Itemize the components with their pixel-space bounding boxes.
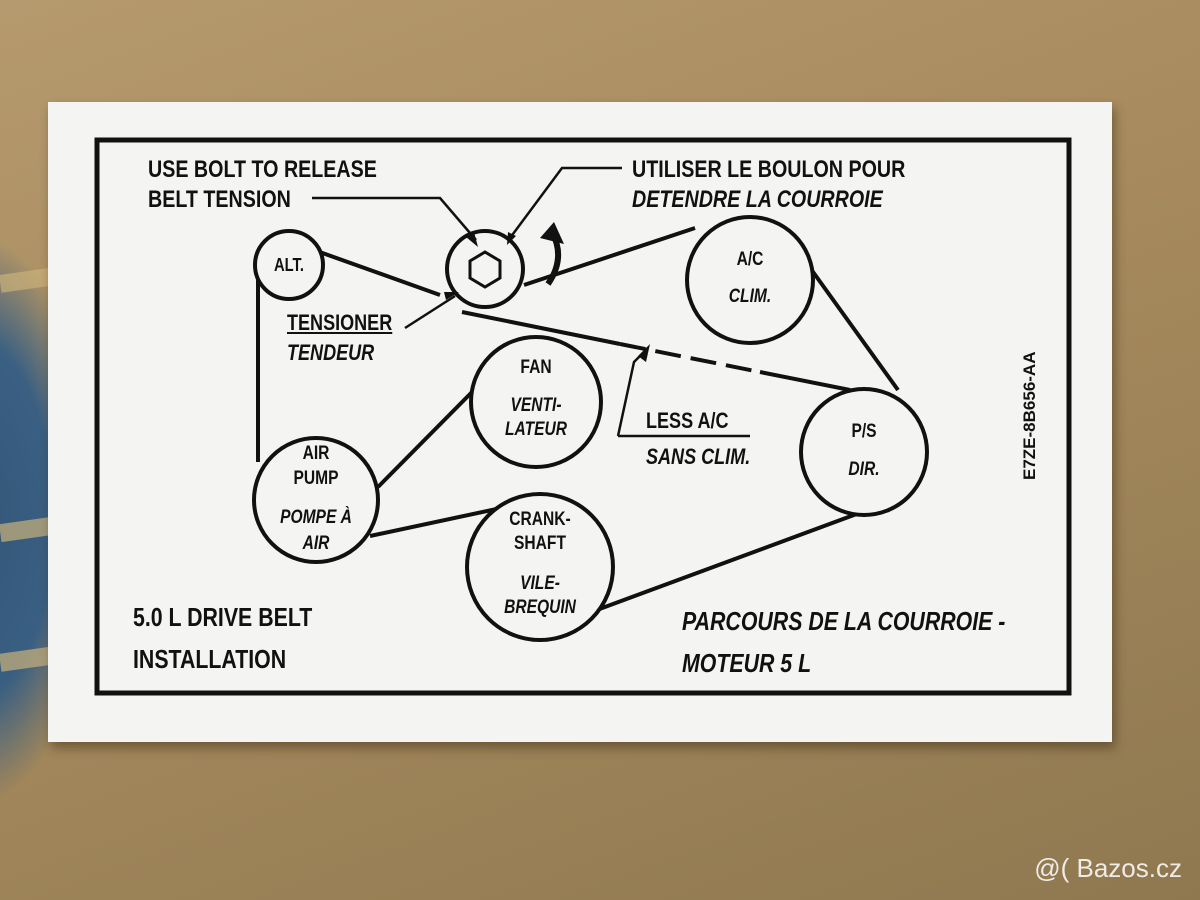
title-fr-line2: MOTEUR 5 L [682,648,812,678]
tensioner-bolt-icon [468,250,502,289]
alternator-pulley [253,229,325,301]
power-steering-pulley [799,387,929,517]
title-en-line1: 5.0 L DRIVE BELT [133,602,313,632]
watermark: @( Bazos.cz [1034,853,1182,883]
less-ac-label-en: LESS A/C [646,408,729,433]
arrowheads [444,232,650,362]
bolt-note-fr-line2: DETENDRE LA COURROIE [632,186,883,213]
fan-pulley [469,335,603,469]
ac-label-en: A/C [736,249,764,270]
crankshaft-label-fr-line1: VILE- [520,573,560,594]
ps-label-en: P/S [851,421,877,442]
crankshaft-label-fr-line2: BREQUIN [504,597,576,618]
air-pump-pulley [252,436,380,564]
fan-label-fr-line2: LATEUR [504,419,568,440]
title-fr-line1: PARCOURS DE LA COURROIE - [682,606,1006,636]
alt-label: ALT. [273,255,305,275]
decal-border [94,137,1072,696]
ac-compressor-pulley [685,215,815,345]
ac-label-fr: CLIM. [728,286,772,307]
air-pump-label-en-line2: PUMP [293,468,339,489]
rotation-arrowhead-icon [540,222,564,244]
bolt-note-fr-line1: UTILISER LE BOULON POUR [632,156,906,183]
air-pump-label-en-line1: AIR [302,443,330,464]
crankshaft-pulley [465,492,615,642]
ps-label-fr: DIR. [848,459,880,480]
tensioner-label-en: TENSIONER [287,310,393,335]
bolt-note-en-line1: USE BOLT TO RELEASE [148,156,377,183]
air-pump-label-fr-line1: POMPE À [280,507,352,528]
crankshaft-label-en-line1: CRANK- [509,509,571,530]
crankshaft-label-en-line2: SHAFT [514,533,566,554]
title-en-line2: INSTALLATION [133,644,287,674]
fan-label-fr-line1: VENTI- [510,395,562,416]
bolt-note-en-line2: BELT TENSION [148,186,291,213]
tensioner-pulley [445,229,525,309]
part-number: E7ZE-8B656-AA [1020,351,1039,481]
fan-label-en: FAN [520,357,552,378]
tensioner-label-fr: TENDEUR [287,340,375,365]
less-ac-label-fr: SANS CLIM. [646,444,751,469]
air-pump-label-fr-line2: AIR [302,533,330,554]
